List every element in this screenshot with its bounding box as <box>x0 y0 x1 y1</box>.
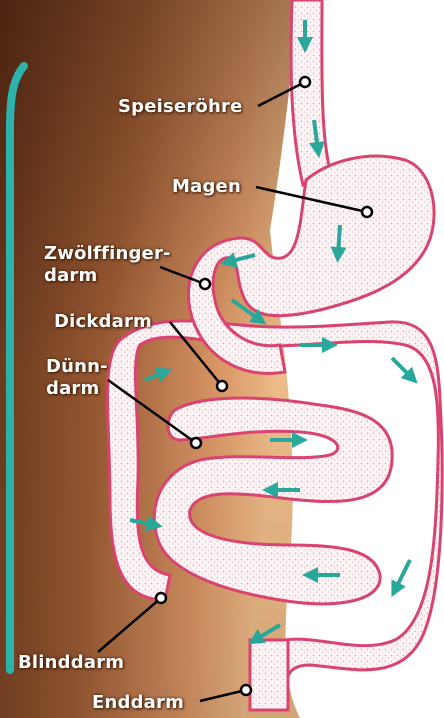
rectum-shape <box>250 640 288 710</box>
leader-dot-zwoelffingerdarm <box>200 279 210 289</box>
leader-dot-duenndarm <box>191 438 201 448</box>
label-duenndarm: Dünn- darm <box>46 356 108 400</box>
label-speiseroehre: Speiseröhre <box>118 96 243 118</box>
label-dickdarm: Dickdarm <box>54 311 152 333</box>
leader-dot-speiseroehre <box>300 77 310 87</box>
leader-dot-blinddarm <box>156 593 166 603</box>
label-enddarm: Enddarm <box>92 692 184 714</box>
label-magen: Magen <box>172 176 241 198</box>
leader-dot-enddarm <box>241 685 251 695</box>
flow-arrow-icon <box>395 560 410 590</box>
flow-arrow-icon <box>392 358 412 378</box>
leader-dot-dickdarm <box>217 381 227 391</box>
esophagus-shape <box>291 0 330 185</box>
label-blinddarm: Blinddarm <box>18 652 124 674</box>
flow-arrow-icon <box>338 225 340 255</box>
label-zwoelffingerdarm: Zwölffinger- darm <box>44 243 171 287</box>
leader-dot-magen <box>362 207 372 217</box>
